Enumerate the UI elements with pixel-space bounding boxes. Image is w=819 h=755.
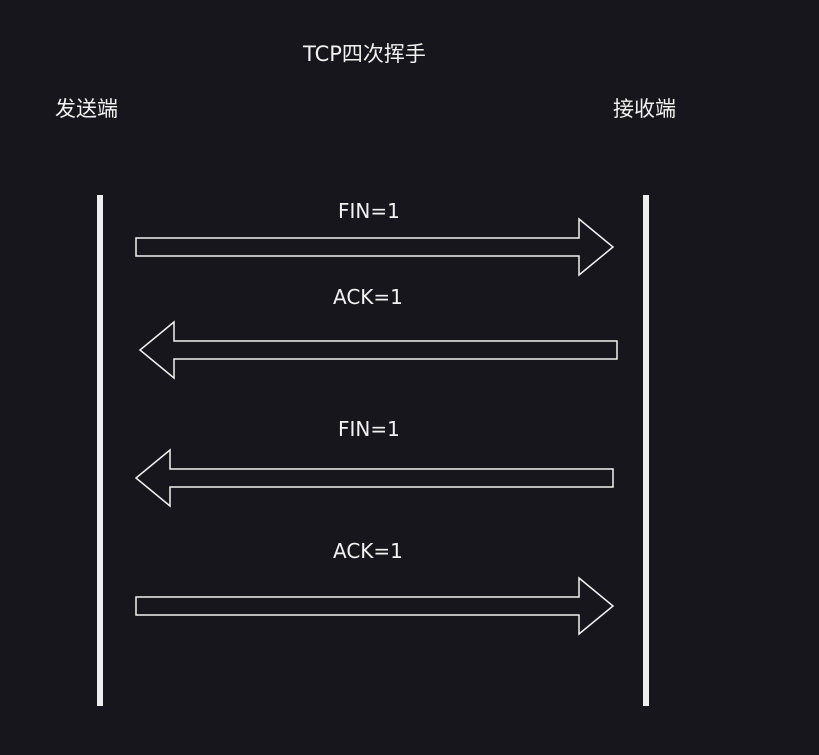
receiver-label: 接收端 — [613, 97, 676, 121]
arrow-left-icon — [134, 448, 614, 508]
message-label-fin-2: FIN=1 — [338, 417, 400, 441]
message-label-fin-1: FIN=1 — [338, 199, 400, 223]
message-label-ack-2: ACK=1 — [333, 539, 403, 563]
receiver-lifeline — [643, 195, 649, 706]
diagram-title: TCP四次挥手 — [303, 42, 426, 66]
arrow-left-icon — [138, 320, 618, 380]
sender-label: 发送端 — [55, 97, 118, 121]
message-label-ack-1: ACK=1 — [333, 285, 403, 309]
arrow-right-icon — [135, 576, 615, 636]
sender-lifeline — [97, 195, 103, 706]
arrow-right-icon — [135, 217, 615, 277]
